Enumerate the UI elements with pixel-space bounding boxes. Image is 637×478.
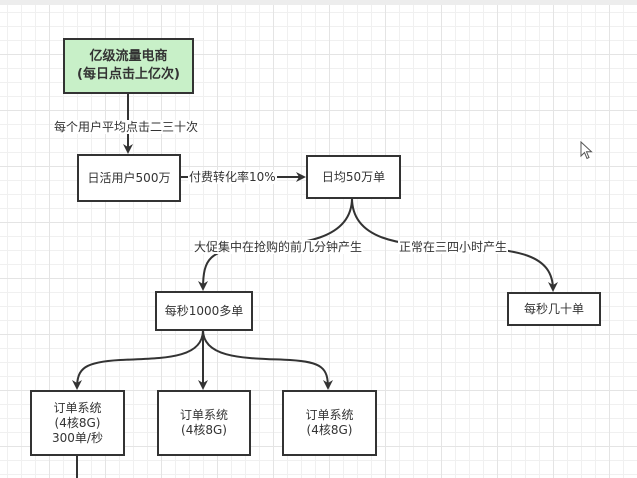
node-order-system-3[interactable]: 订单系统 (4核8G) xyxy=(282,390,377,456)
node-root-subtitle: (每日点击上亿次) xyxy=(77,67,180,82)
node-order-system-2[interactable]: 订单系统 (4核8G) xyxy=(157,390,251,456)
edge-peak-to-sys3[interactable] xyxy=(202,329,333,390)
node-daily-active-users[interactable]: 日活用户500万 xyxy=(77,154,181,202)
order-system-2-name: 订单系统 xyxy=(179,408,228,422)
edge-label-conversion-rate: 付费转化率10% xyxy=(188,170,277,184)
order-system-1-throughput: 300单/秒 xyxy=(52,430,103,445)
order-system-3-spec: (4核8G) xyxy=(306,423,353,437)
order-system-1-name: 订单系统 xyxy=(53,400,102,415)
node-dau-label: 日活用户500万 xyxy=(87,170,171,185)
node-daily-orders-label: 日均50万单 xyxy=(321,169,386,184)
node-daily-orders[interactable]: 日均50万单 xyxy=(306,155,401,199)
edge-peak-to-sys1[interactable] xyxy=(72,329,204,390)
node-root-title: 亿级流量电商 xyxy=(89,49,168,64)
order-system-2-spec: (4核8G) xyxy=(181,423,227,437)
node-peak-label: 每秒1000多单 xyxy=(164,303,244,318)
mouse-cursor-icon xyxy=(580,141,593,160)
node-billion-traffic-ecommerce[interactable]: 亿级流量电商 (每日点击上亿次) xyxy=(63,38,194,94)
node-peak-orders-per-second[interactable]: 每秒1000多单 xyxy=(155,291,253,331)
order-system-3-name: 订单系统 xyxy=(305,408,354,422)
node-order-system-1[interactable]: 订单系统 (4核8G) 300单/秒 xyxy=(30,390,125,456)
edge-label-peak-minutes: 大促集中在抢购的前几分钟产生 xyxy=(193,240,364,254)
node-normal-label: 每秒几十单 xyxy=(523,301,584,316)
canvas-top-band xyxy=(0,0,637,5)
edge-label-clicks-per-user: 每个用户平均点击二三十次 xyxy=(53,120,200,134)
order-system-1-spec: (4核8G) xyxy=(54,415,101,430)
node-normal-orders-per-second[interactable]: 每秒几十单 xyxy=(507,292,601,326)
edge-label-normal-hours: 正常在三四小时产生 xyxy=(398,240,509,254)
